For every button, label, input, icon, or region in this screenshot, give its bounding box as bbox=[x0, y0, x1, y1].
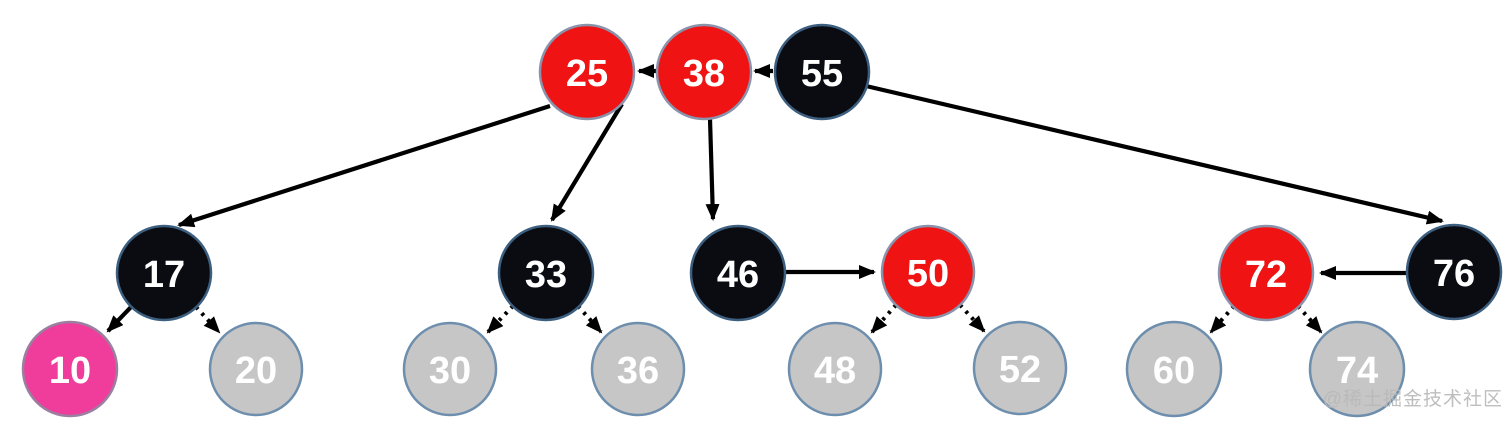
node-circle-red bbox=[655, 23, 753, 121]
edge-33-30-arrow bbox=[486, 304, 515, 334]
tree-node-33: 33 bbox=[497, 224, 595, 322]
tree-node-76: 76 bbox=[1405, 223, 1503, 321]
node-label: 17 bbox=[143, 254, 185, 296]
tree-node-20: 20 bbox=[208, 321, 304, 417]
node-label: 74 bbox=[1336, 350, 1378, 392]
node-circle-red bbox=[880, 224, 976, 320]
nodes-layer: 25 38 55 17 33 46 50 72 76 10 20 30 36 48 52 60 74 bbox=[21, 23, 1503, 418]
node-circle-gray bbox=[590, 321, 686, 417]
tree-node-36: 36 bbox=[590, 321, 686, 417]
tree-node-46: 46 bbox=[689, 224, 787, 322]
node-label: 48 bbox=[814, 350, 856, 392]
node-label: 30 bbox=[429, 350, 471, 392]
node-label: 60 bbox=[1153, 350, 1195, 392]
edge-38-46-arrow bbox=[705, 118, 720, 221]
tree-node-38: 38 bbox=[655, 23, 753, 121]
tree-node-60: 60 bbox=[1125, 320, 1223, 418]
edge-50-52-arrow bbox=[958, 303, 986, 333]
node-label: 72 bbox=[1245, 254, 1287, 296]
edge-72-60-arrow bbox=[1209, 304, 1236, 334]
tree-node-25: 25 bbox=[538, 23, 636, 121]
edge-72-74-arrow bbox=[1296, 304, 1323, 334]
node-label: 33 bbox=[525, 254, 567, 296]
tree-node-74: 74 bbox=[1308, 320, 1406, 418]
node-circle-black bbox=[773, 23, 871, 121]
edges-layer bbox=[106, 64, 1444, 334]
node-label: 76 bbox=[1433, 253, 1475, 295]
node-label: 25 bbox=[566, 53, 608, 95]
node-label: 38 bbox=[683, 53, 725, 95]
node-label: 50 bbox=[907, 253, 949, 295]
tree-node-48: 48 bbox=[787, 321, 883, 417]
node-circle-gray bbox=[972, 320, 1068, 416]
tree-node-72: 72 bbox=[1217, 224, 1315, 322]
node-circle-red bbox=[538, 23, 636, 121]
node-circle-gray bbox=[402, 321, 498, 417]
node-circle-black bbox=[1405, 223, 1503, 321]
node-label: 36 bbox=[617, 350, 659, 392]
edge-17-10-arrow bbox=[106, 305, 133, 333]
node-circle-black bbox=[115, 224, 213, 322]
edge-50-48-arrow bbox=[870, 303, 898, 334]
node-circle-gray bbox=[1308, 320, 1406, 418]
node-label: 55 bbox=[801, 53, 843, 95]
node-circle-red bbox=[1217, 224, 1315, 322]
tree-node-55: 55 bbox=[773, 23, 871, 121]
node-circle-gray bbox=[1125, 320, 1223, 418]
edge-55-76-arrow bbox=[865, 83, 1444, 225]
node-label: 10 bbox=[49, 350, 91, 392]
node-circle-gray bbox=[787, 321, 883, 417]
edge-25-17-arrow bbox=[177, 104, 551, 228]
tree-node-30: 30 bbox=[402, 321, 498, 417]
edge-33-36-arrow bbox=[576, 304, 603, 334]
tree-node-10: 10 bbox=[21, 320, 119, 418]
node-label: 46 bbox=[717, 254, 759, 296]
edge-25-33-arrow bbox=[550, 102, 624, 222]
node-circle-gray bbox=[208, 321, 304, 417]
node-label: 20 bbox=[235, 350, 277, 392]
node-circle-black bbox=[497, 224, 595, 322]
tree-node-52: 52 bbox=[972, 320, 1068, 416]
node-circle-pink bbox=[21, 320, 119, 418]
node-circle-black bbox=[689, 224, 787, 322]
node-label: 52 bbox=[999, 349, 1041, 391]
tree-node-50: 50 bbox=[880, 224, 976, 320]
watermark: @稀土掘金技术社区 bbox=[1322, 389, 1503, 410]
edge-17-20-arrow bbox=[194, 305, 221, 334]
tree-node-17: 17 bbox=[115, 224, 213, 322]
